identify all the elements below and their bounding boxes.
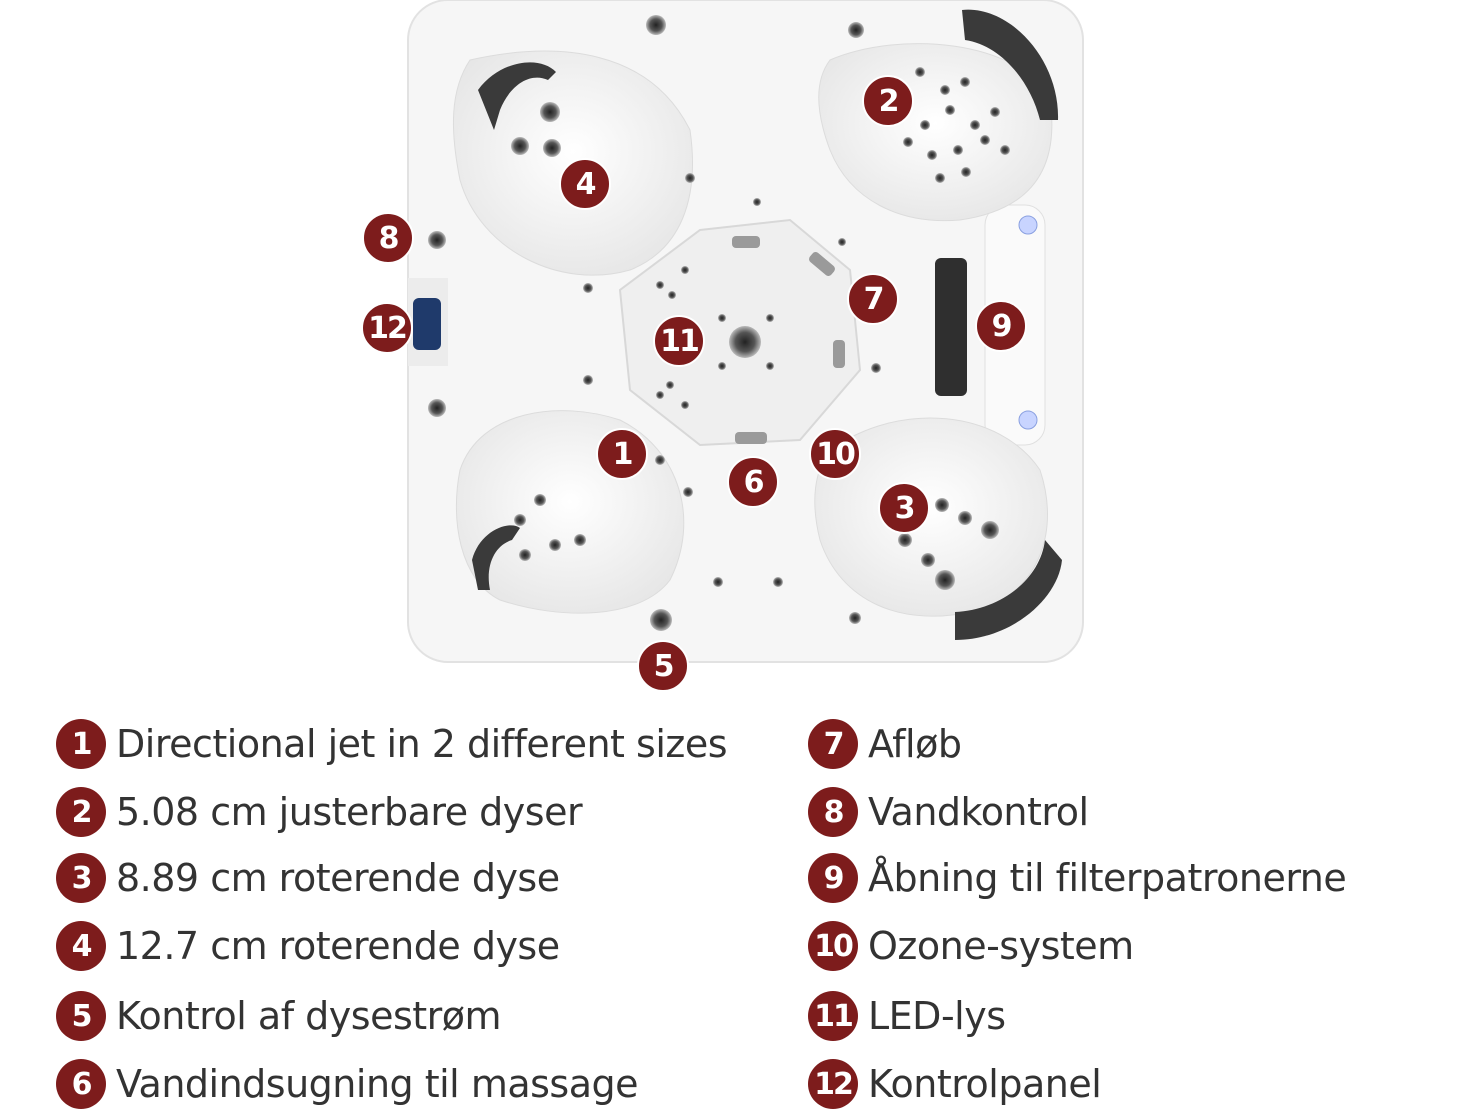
marker-2: 2 bbox=[862, 75, 914, 127]
marker-6: 6 bbox=[727, 456, 779, 508]
legend-item: 3 8.89 cm roterende dyse bbox=[56, 850, 560, 906]
control-panel-icon bbox=[413, 298, 441, 350]
legend-number: 12 bbox=[808, 1059, 858, 1109]
legend-label: 12.7 cm roterende dyse bbox=[116, 924, 560, 968]
marker-4: 4 bbox=[559, 158, 611, 210]
headrest-bottom-left bbox=[472, 525, 520, 590]
legend-item: 2 5.08 cm justerbare dyser bbox=[56, 784, 583, 840]
legend-label: Kontrolpanel bbox=[868, 1062, 1102, 1106]
legend-label: Åbning til filterpatronerne bbox=[868, 856, 1347, 900]
jets bbox=[428, 15, 1010, 631]
legend-number: 7 bbox=[808, 719, 858, 769]
legend-item: 6 Vandindsugning til massage bbox=[56, 1056, 639, 1112]
headrest-top-left bbox=[478, 62, 556, 130]
legend-label: Directional jet in 2 different sizes bbox=[116, 722, 728, 766]
marker-5: 5 bbox=[637, 640, 689, 692]
hot-tub-top-view bbox=[407, 0, 1084, 663]
legend-label: Afløb bbox=[868, 722, 962, 766]
legend-number: 4 bbox=[56, 921, 106, 971]
headrest-bottom-right bbox=[955, 540, 1062, 640]
legend-label: Vandindsugning til massage bbox=[116, 1062, 639, 1106]
legend-item: 9 Åbning til filterpatronerne bbox=[808, 850, 1347, 906]
marker-12: 12 bbox=[361, 302, 413, 354]
legend-item: 4 12.7 cm roterende dyse bbox=[56, 918, 560, 974]
seat-bottom-left bbox=[455, 410, 685, 614]
legend-number: 5 bbox=[56, 991, 106, 1041]
marker-10: 10 bbox=[809, 428, 861, 480]
legend-number: 10 bbox=[808, 921, 858, 971]
legend-item: 5 Kontrol af dysestrøm bbox=[56, 988, 502, 1044]
legend-label: Vandkontrol bbox=[868, 790, 1089, 834]
led-light-icon bbox=[1018, 215, 1038, 235]
legend-number: 1 bbox=[56, 719, 106, 769]
legend-item: 12 Kontrolpanel bbox=[808, 1056, 1102, 1112]
marker-3: 3 bbox=[878, 482, 930, 534]
legend-item: 7 Afløb bbox=[808, 716, 962, 772]
legend-item: 10 Ozone-system bbox=[808, 918, 1134, 974]
legend-label: Ozone-system bbox=[868, 924, 1134, 968]
legend-label: Kontrol af dysestrøm bbox=[116, 994, 502, 1038]
filter-grille bbox=[935, 258, 967, 396]
footwell-pillows bbox=[732, 236, 845, 444]
center-drain-icon bbox=[729, 326, 761, 358]
legend-item: 11 LED-lys bbox=[808, 988, 1006, 1044]
marker-11: 11 bbox=[653, 315, 705, 367]
marker-9: 9 bbox=[975, 300, 1027, 352]
legend-label: 8.89 cm roterende dyse bbox=[116, 856, 560, 900]
legend-label: 5.08 cm justerbare dyser bbox=[116, 790, 583, 834]
marker-1: 1 bbox=[596, 428, 648, 480]
legend-number: 6 bbox=[56, 1059, 106, 1109]
led-light-icon bbox=[1018, 410, 1038, 430]
legend-label: LED-lys bbox=[868, 994, 1006, 1038]
headrest-top-right bbox=[962, 9, 1059, 120]
marker-8: 8 bbox=[362, 212, 414, 264]
legend-number: 9 bbox=[808, 853, 858, 903]
legend-number: 2 bbox=[56, 787, 106, 837]
legend-item: 8 Vandkontrol bbox=[808, 784, 1089, 840]
legend-number: 3 bbox=[56, 853, 106, 903]
marker-7: 7 bbox=[847, 273, 899, 325]
legend-item: 1 Directional jet in 2 different sizes bbox=[56, 716, 728, 772]
legend-number: 11 bbox=[808, 991, 858, 1041]
legend-number: 8 bbox=[808, 787, 858, 837]
